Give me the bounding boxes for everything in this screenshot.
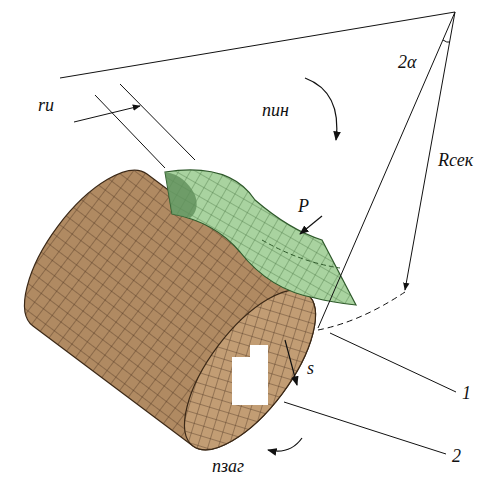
radius-arc-dashed	[318, 292, 405, 330]
extension-line	[120, 84, 195, 160]
masked-area	[232, 345, 268, 405]
tool-body	[165, 170, 356, 305]
part-label: 1	[462, 383, 471, 403]
tool-edge-dashed	[262, 240, 340, 268]
part-label: nин	[262, 100, 289, 120]
construction-line	[318, 12, 455, 328]
part-label: nзаг	[212, 456, 244, 476]
extension-line	[95, 95, 165, 168]
rotation-arrow	[305, 78, 337, 140]
part-label: 2α	[398, 52, 416, 72]
leader-line	[284, 402, 446, 454]
feed-arrow	[285, 340, 297, 385]
part-label: rи	[38, 95, 54, 115]
angle-arc	[443, 40, 450, 42]
leader-line	[330, 333, 456, 392]
dimension-line	[74, 106, 140, 122]
part-label: Rсек	[438, 150, 473, 170]
part-label: P	[298, 196, 309, 216]
rotation-arrow	[268, 438, 302, 451]
workpiece-end-face	[161, 270, 339, 470]
part-label: 2	[452, 446, 461, 466]
force-arrow	[300, 216, 322, 234]
part-label: s	[307, 358, 314, 378]
tool-contact-zone	[165, 172, 197, 218]
construction-line	[60, 12, 455, 78]
